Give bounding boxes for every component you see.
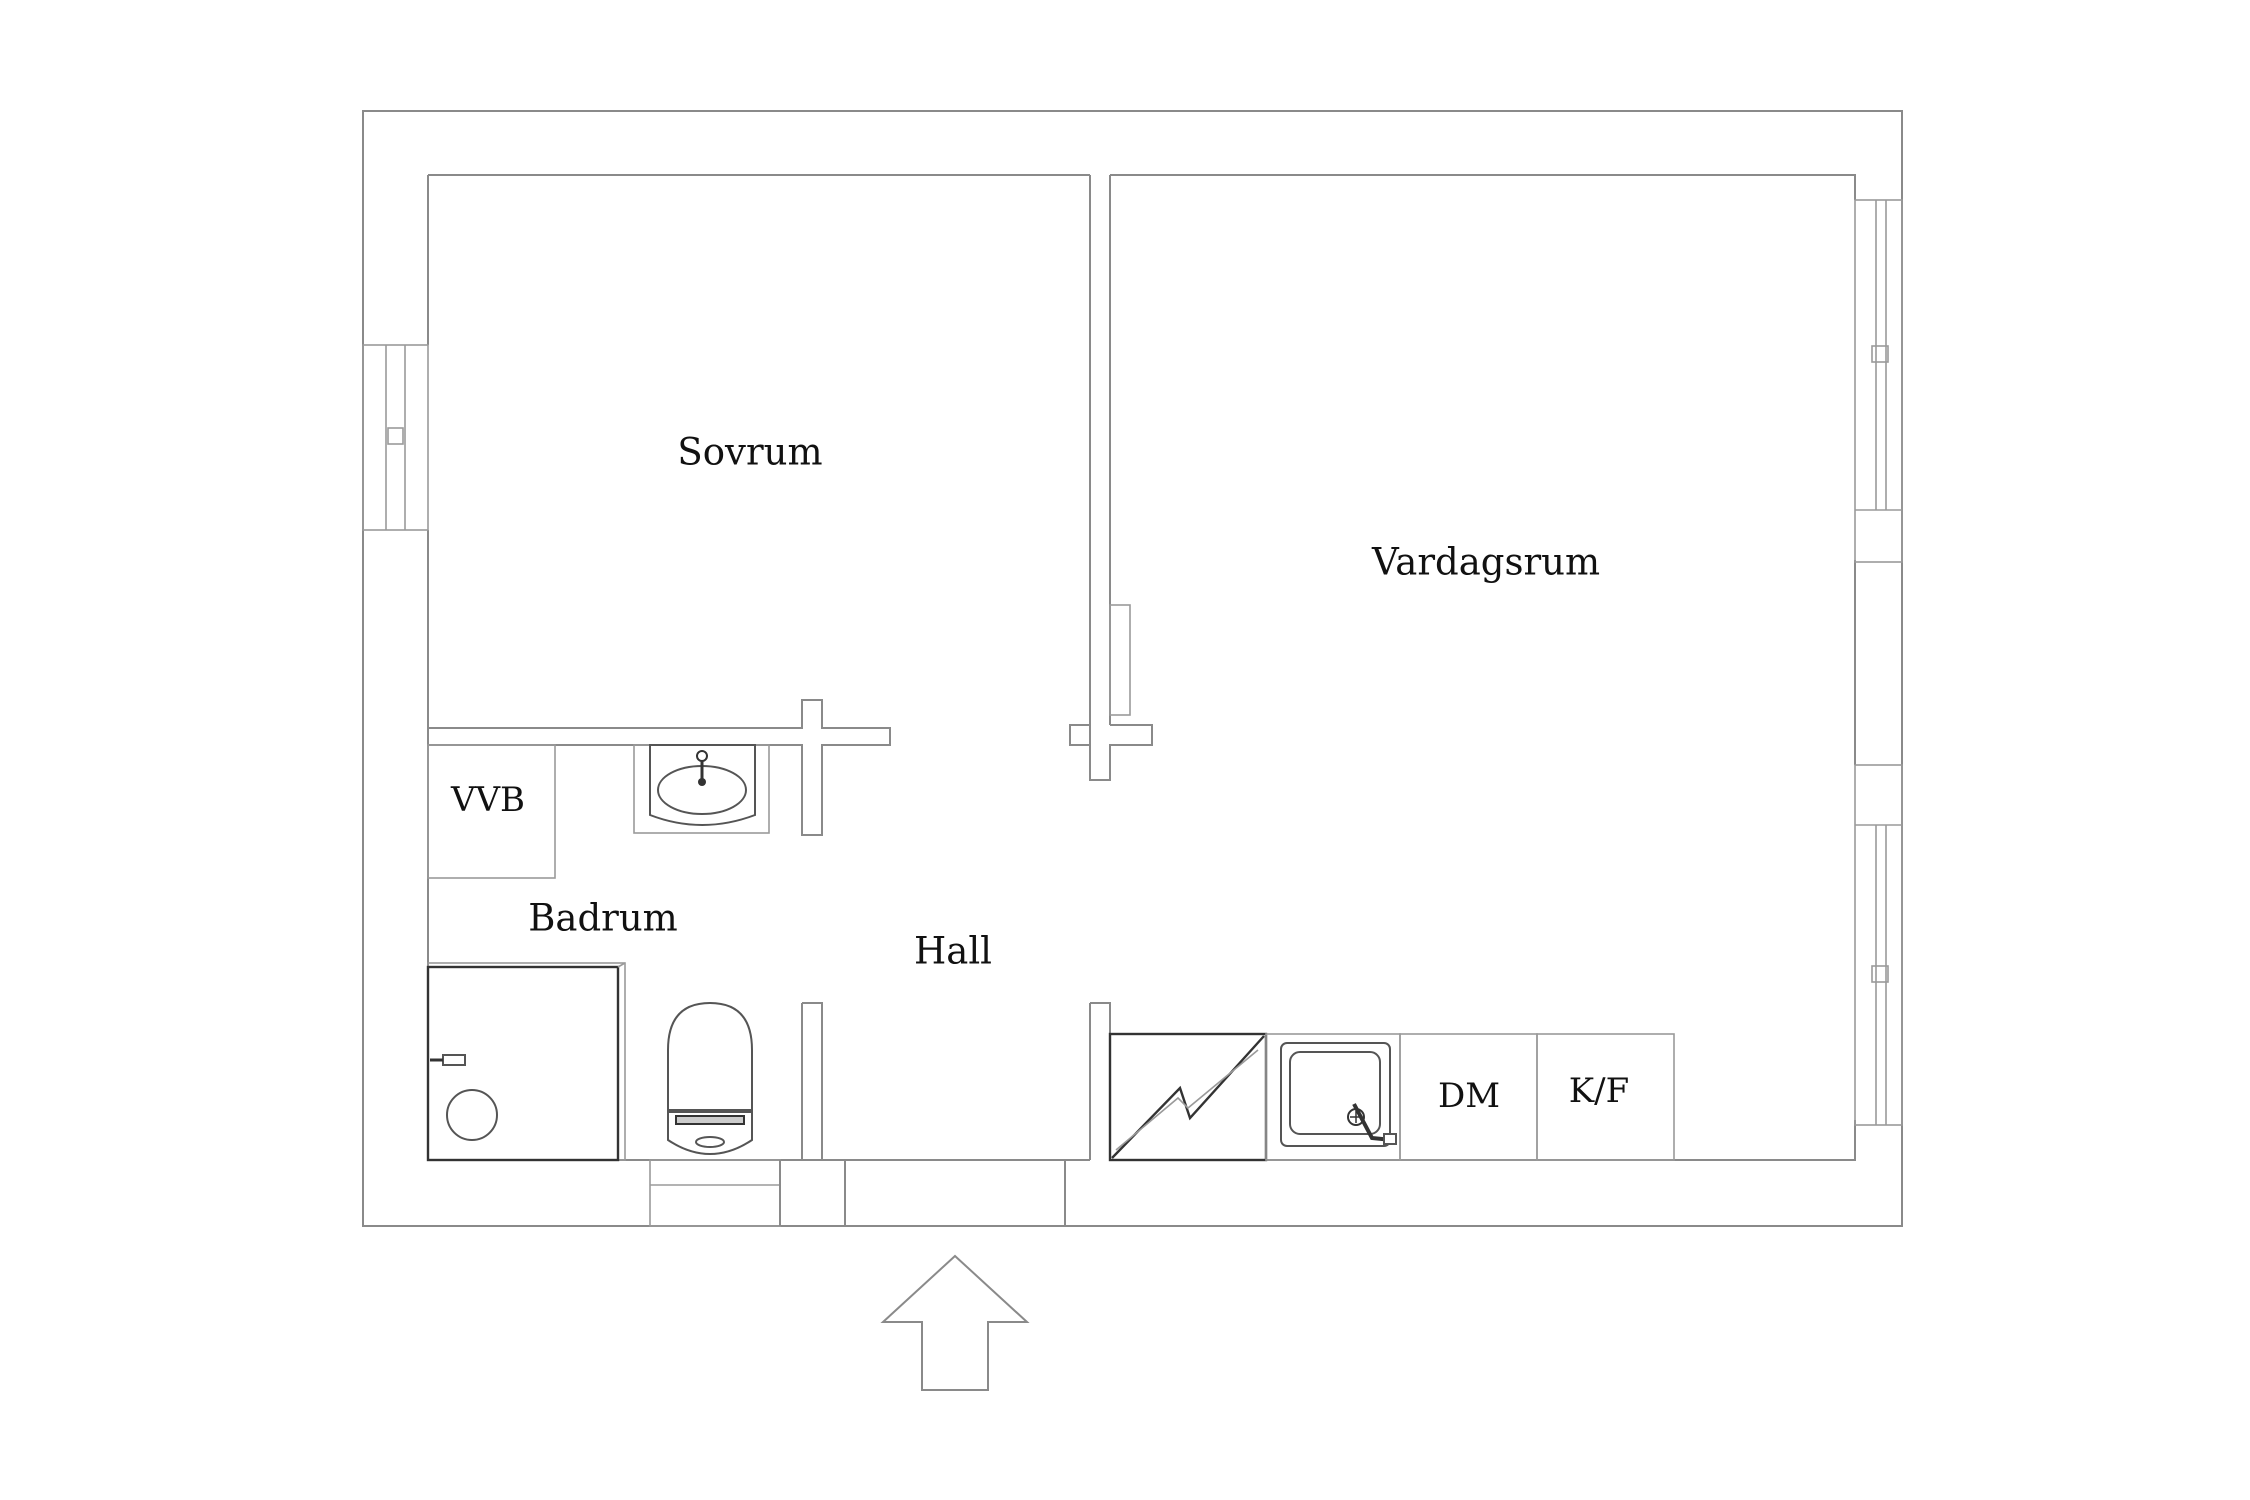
fridge-freezer	[1536, 1033, 1675, 1161]
outer-wall	[362, 110, 1903, 1227]
room-label-badrum: Badrum	[528, 897, 678, 940]
window-right-bottom	[1854, 764, 1903, 1126]
interior-wall-bedroom-living	[1069, 175, 1153, 781]
window-left	[362, 344, 429, 531]
water-heater	[427, 744, 556, 879]
appliance-label-dm: DM	[1438, 1076, 1500, 1116]
toilet	[667, 1001, 753, 1155]
entrance-arrow	[880, 1254, 1030, 1391]
appliance-label-vvb: VVB	[450, 780, 525, 820]
room-label-sovrum: Sovrum	[677, 431, 822, 474]
bathroom-sink	[633, 744, 770, 834]
room-label-vardagsrum: Vardagsrum	[1371, 541, 1600, 584]
interior-wall-hall-kitchen	[1064, 1002, 1111, 1226]
interior-wall-bath-hall	[649, 1002, 846, 1227]
kitchen-sink	[1265, 1033, 1401, 1161]
shower	[426, 962, 626, 1162]
interior-wall-bedroom-bath	[428, 699, 891, 836]
appliance-label-kf: K/F	[1569, 1071, 1629, 1111]
room-label-hall: Hall	[914, 930, 992, 973]
stove	[1108, 1032, 1268, 1162]
window-right-top	[1854, 199, 1903, 563]
